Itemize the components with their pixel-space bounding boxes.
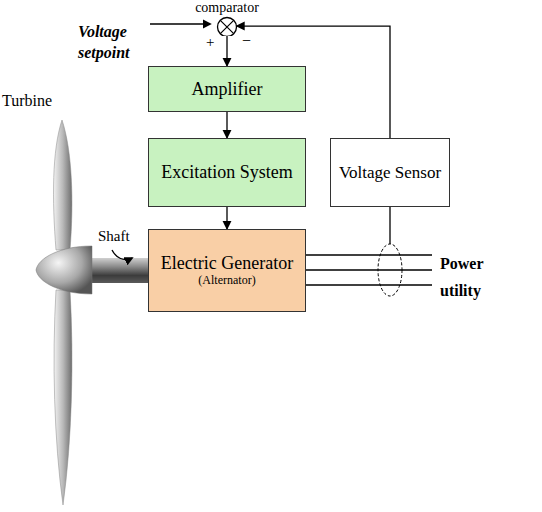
generator-box: Electric Generator(Alternator) xyxy=(148,229,306,312)
amplifier-box: Amplifier xyxy=(148,66,306,112)
node-title: Amplifier xyxy=(192,79,263,100)
summing-junction xyxy=(218,18,237,36)
sensor-box: Voltage Sensor xyxy=(330,138,450,207)
signal-arrow xyxy=(226,112,227,138)
minus-sign: − xyxy=(242,32,251,50)
turbine-label: Turbine xyxy=(2,92,52,110)
node-title: Excitation System xyxy=(161,162,292,183)
sensor-lead xyxy=(389,207,390,244)
node-title: Voltage Sensor xyxy=(339,163,441,183)
comparator-circle xyxy=(216,16,238,36)
power-wire xyxy=(306,254,432,255)
utility-label: Power utility xyxy=(440,250,510,304)
power-wire xyxy=(306,284,432,285)
turbine-blade-bottom xyxy=(54,290,72,505)
plus-sign: + xyxy=(206,34,214,51)
setpoint-label: Voltage setpoint xyxy=(78,22,150,64)
node-subtitle: (Alternator) xyxy=(198,274,255,288)
rotation-arrow xyxy=(112,250,132,260)
turbine-hub xyxy=(36,246,92,294)
junction-cross xyxy=(220,20,233,33)
node-title: Electric Generator xyxy=(161,253,293,274)
signal-arrow xyxy=(226,35,227,67)
power-wire xyxy=(306,269,432,270)
shaft xyxy=(88,258,150,283)
sensing-loop xyxy=(378,244,402,296)
excitation-box: Excitation System xyxy=(148,138,306,207)
signal-arrow xyxy=(226,207,227,229)
node-title: comparator xyxy=(195,0,259,16)
comparator: comparator xyxy=(188,0,266,36)
setpoint-arrow xyxy=(150,23,210,24)
turbine-blade-top xyxy=(54,120,72,250)
shaft-label: Shaft xyxy=(98,228,130,245)
